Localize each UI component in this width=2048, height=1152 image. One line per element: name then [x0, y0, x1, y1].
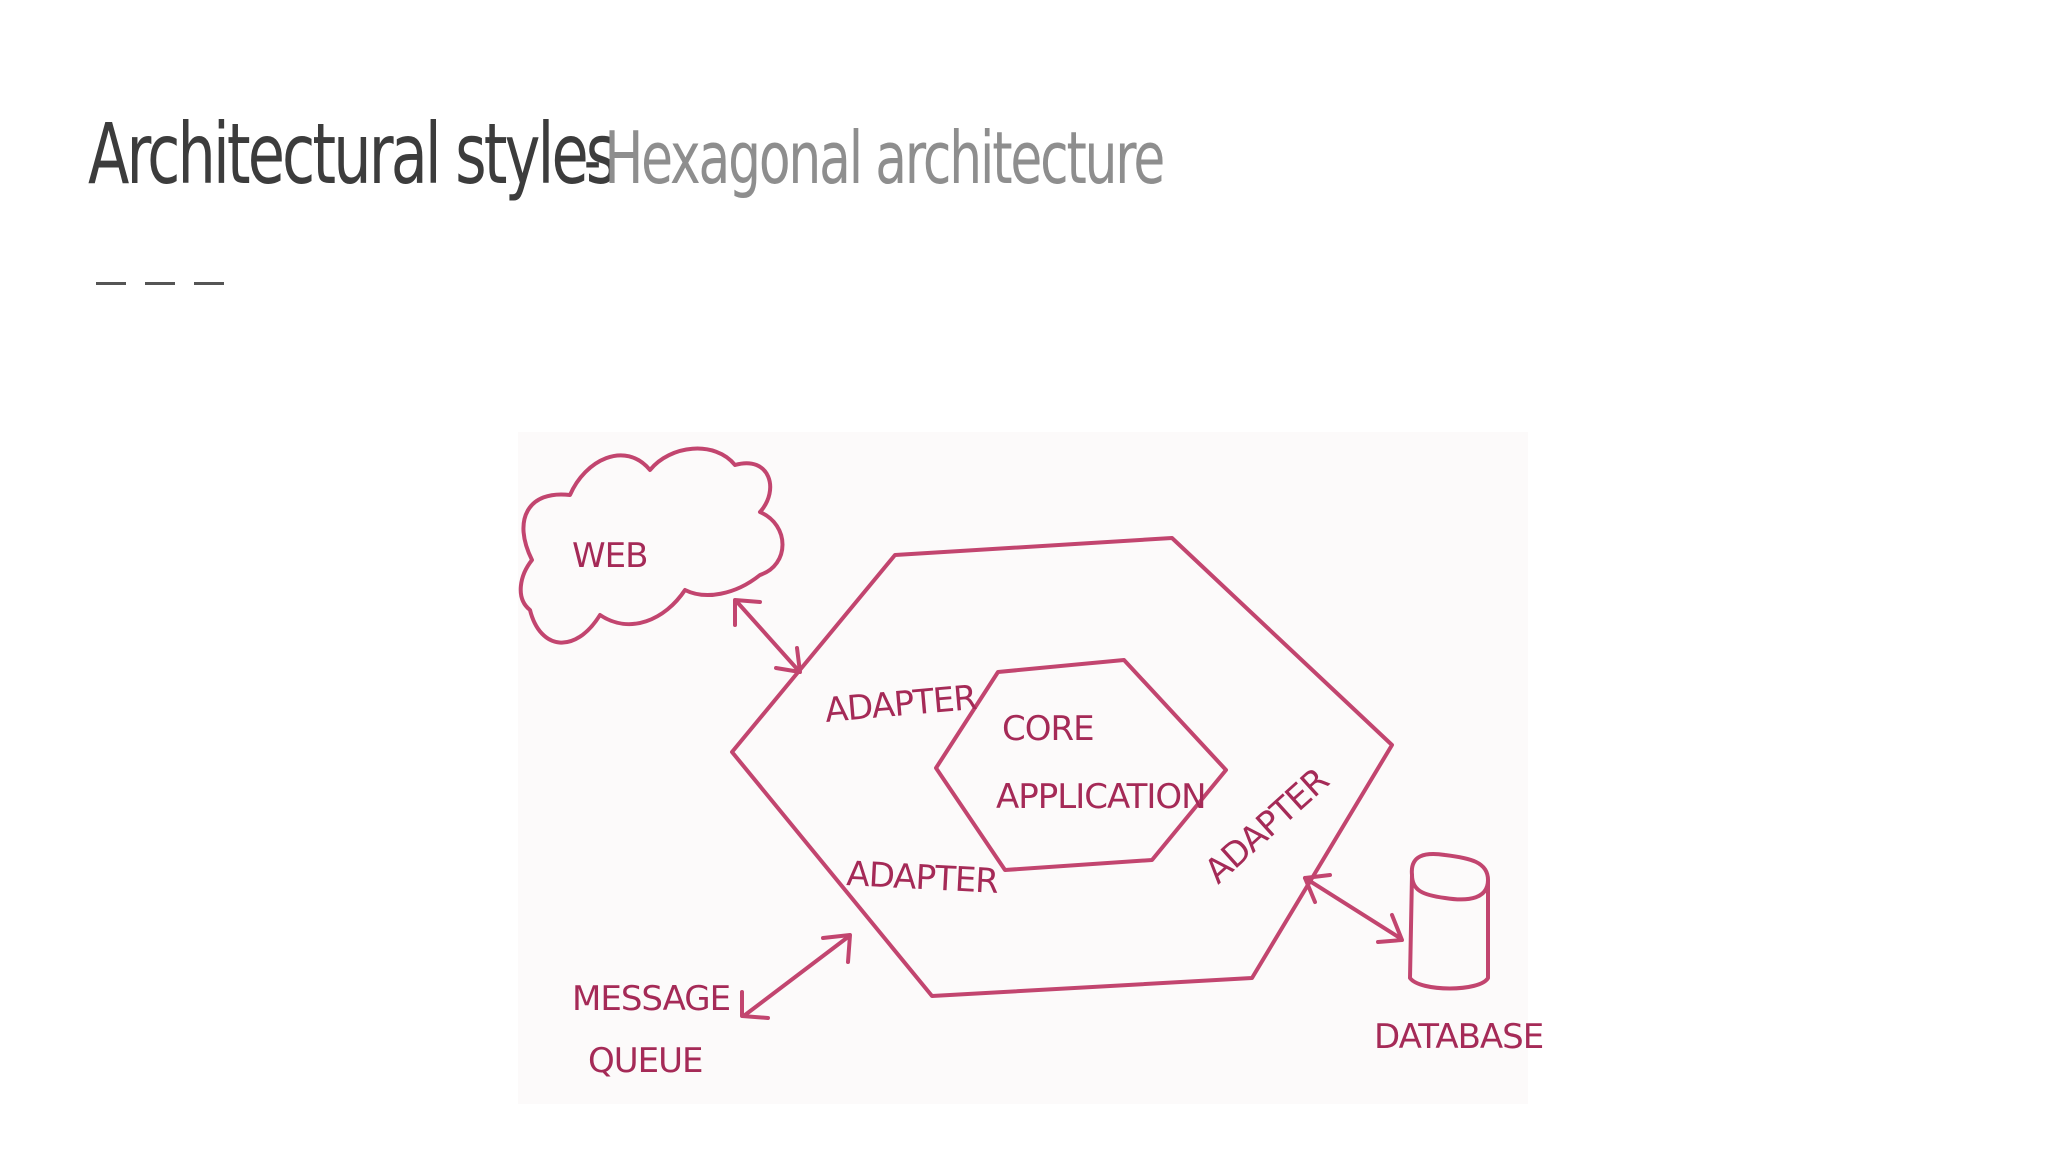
message-queue-label-line1: MESSAGE	[572, 979, 730, 1019]
message-queue-arrow	[740, 933, 852, 1020]
web-cloud	[518, 446, 785, 645]
title-main: Architectural styles	[88, 105, 617, 203]
database-arrow	[1303, 873, 1404, 944]
title-subtitle: Hexagonal architecture	[603, 116, 1165, 200]
adapter-label-bottom-left: ADAPTER	[846, 854, 1000, 902]
core-label-line2: APPLICATION	[996, 777, 1206, 817]
web-label: WEB	[572, 536, 647, 576]
title-rest: - Hexagonal architecture	[584, 122, 1165, 194]
title-separator: -	[583, 122, 601, 199]
core-label-line1: CORE	[1002, 709, 1094, 749]
database-cylinder	[1408, 852, 1490, 991]
outer-hexagon	[730, 536, 1394, 998]
title-dash-rule	[96, 282, 224, 285]
core-hexagon	[934, 658, 1228, 872]
message-queue-label-line2: QUEUE	[588, 1041, 703, 1081]
slide-title: Architectural styles - Hexagonal archite…	[88, 112, 1388, 196]
database-label: DATABASE	[1374, 1017, 1543, 1057]
